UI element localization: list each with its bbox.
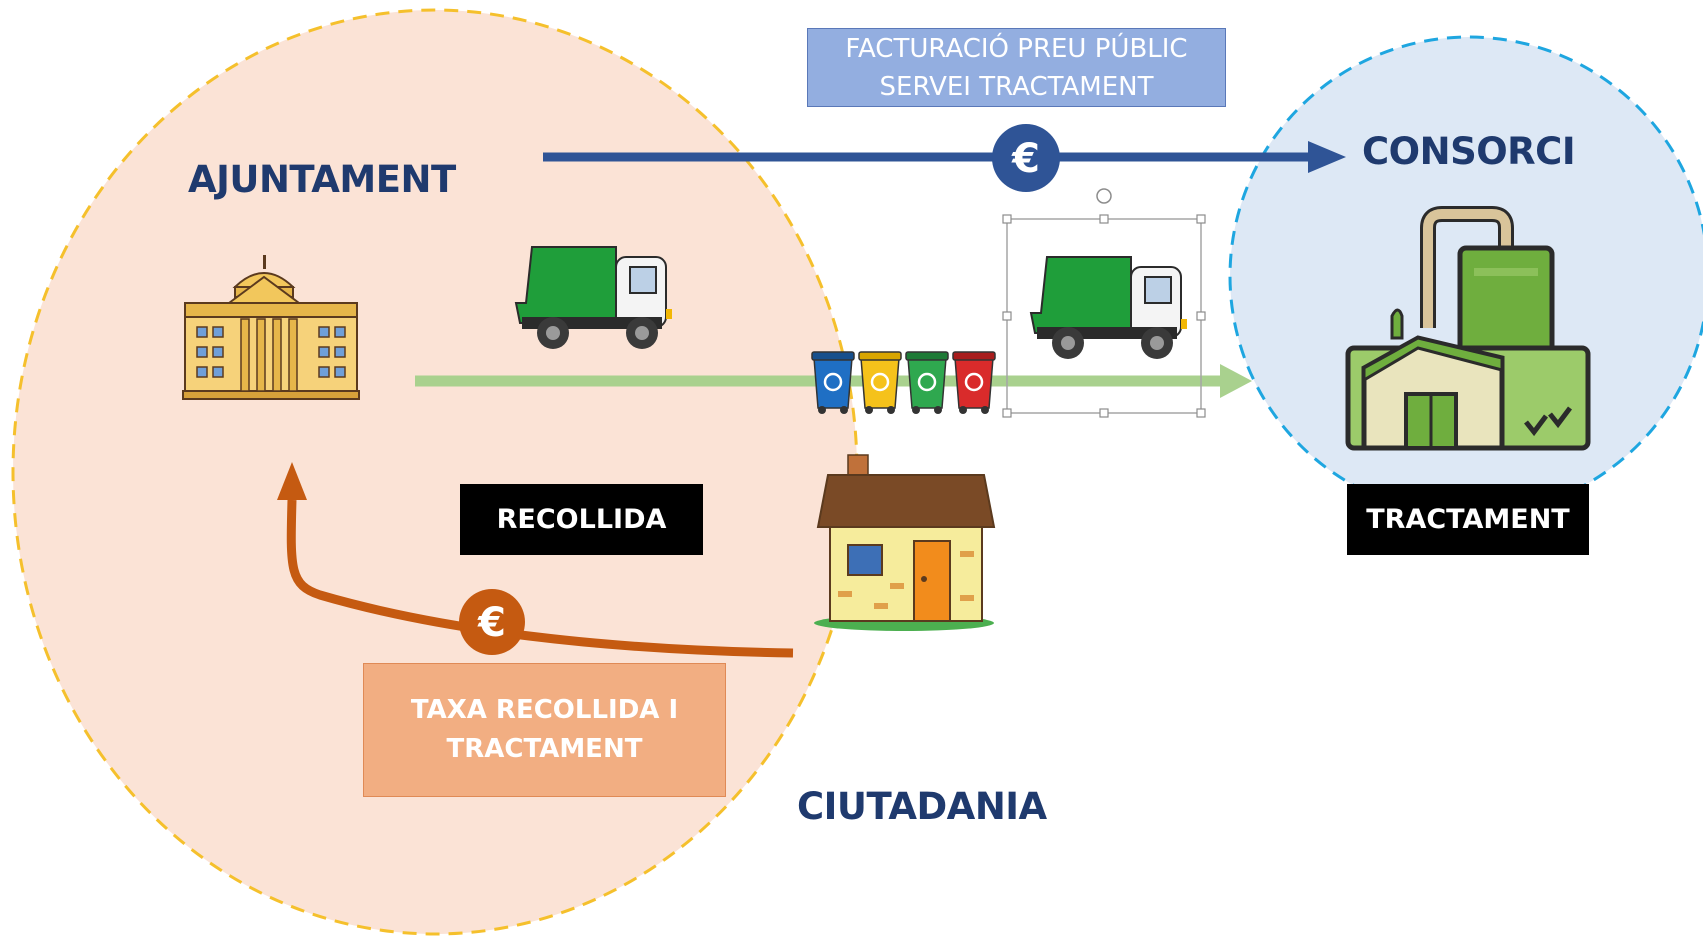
garbage-truck-icon <box>514 246 672 349</box>
recycling-bins-icon <box>811 351 996 414</box>
tax-arrow <box>277 462 794 658</box>
treatment-plant-icon <box>1345 206 1591 451</box>
collection-box: RECOLLIDA <box>460 484 703 555</box>
town-hall-icon <box>182 255 360 400</box>
consorci-label: CONSORCI <box>1362 130 1576 173</box>
ciutadania-label: CIUTADANIA <box>797 785 1047 828</box>
garbage-truck-icon <box>1029 256 1187 359</box>
treatment-box: TRACTAMENT <box>1347 484 1589 555</box>
billing-euro-icon: € <box>992 124 1060 192</box>
collection-label: RECOLLIDA <box>496 504 667 535</box>
ajuntament-label: AJUNTAMENT <box>188 158 456 201</box>
tax-box: TAXA RECOLLIDA I TRACTAMENT <box>363 663 726 797</box>
billing-line-2: SERVEI TRACTAMENT <box>879 71 1154 102</box>
euro-symbol: € <box>477 600 506 646</box>
billing-arrow <box>543 141 1346 173</box>
euro-symbol: € <box>1011 136 1040 182</box>
billing-box: FACTURACIÓ PREU PÚBLIC SERVEI TRACTAMENT <box>807 28 1226 107</box>
rotate-handle-icon[interactable] <box>1096 188 1112 204</box>
tax-line-2: TRACTAMENT <box>446 734 643 764</box>
treatment-label: TRACTAMENT <box>1366 504 1570 535</box>
tax-line-1: TAXA RECOLLIDA I <box>410 695 679 725</box>
billing-line-1: FACTURACIÓ PREU PÚBLIC <box>845 33 1188 64</box>
tax-euro-icon: € <box>459 589 525 655</box>
selected-garbage-truck[interactable] <box>1002 188 1206 418</box>
house-icon <box>814 454 996 631</box>
